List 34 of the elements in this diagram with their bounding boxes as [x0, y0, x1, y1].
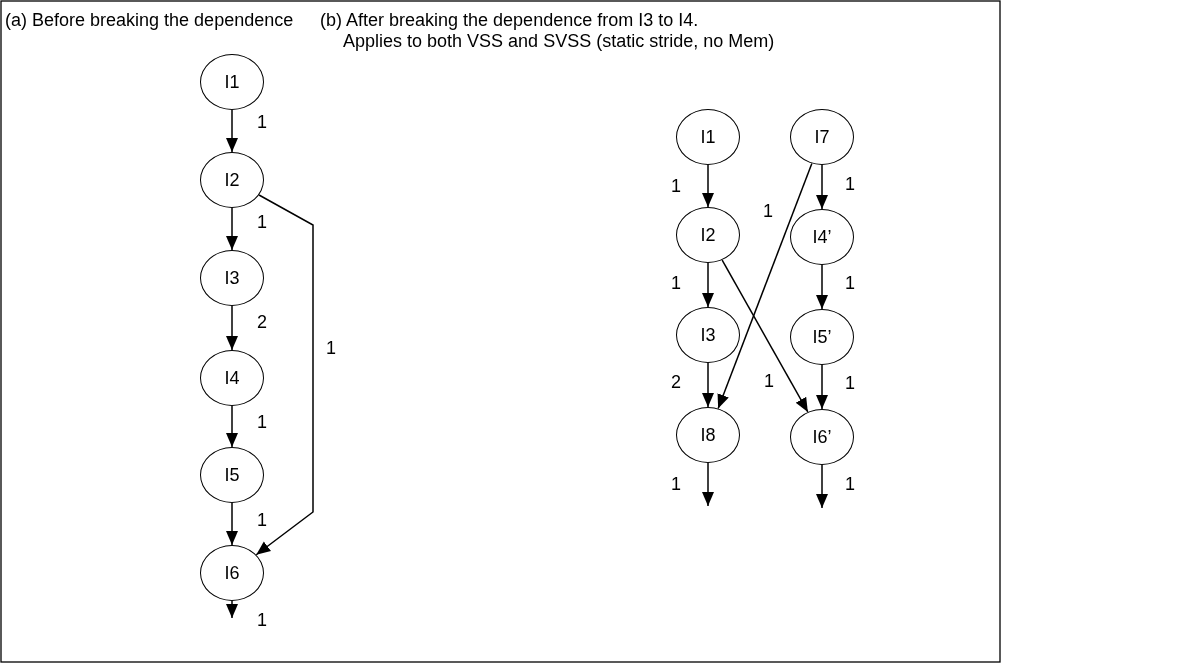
arrow	[255, 194, 314, 556]
node-label: I8	[700, 426, 716, 444]
node-label: I7	[814, 128, 830, 146]
node-label: I6	[224, 564, 240, 582]
arrow	[226, 305, 238, 351]
arrow	[226, 405, 238, 448]
arrow	[702, 362, 714, 408]
arrow	[717, 162, 813, 410]
node-label: I5’	[812, 328, 832, 346]
node-label: I3	[224, 269, 240, 287]
panel-caption: (a) Before breaking the dependence	[5, 10, 294, 31]
arrow	[721, 259, 809, 413]
arrow	[702, 164, 714, 208]
node-label: I4	[224, 369, 240, 387]
node-label: I6’	[812, 428, 832, 446]
node-label: I1	[224, 73, 240, 91]
node-label: I3	[700, 326, 716, 344]
node-label: I2	[224, 171, 240, 189]
arrow	[816, 264, 828, 310]
node-label: I2	[700, 226, 716, 244]
arrow	[816, 164, 828, 210]
node-label: I4’	[812, 228, 832, 246]
arrow	[226, 600, 238, 619]
node-label: I1	[700, 128, 716, 146]
arrow	[816, 364, 828, 410]
arrow	[702, 462, 714, 507]
arrow	[226, 502, 238, 546]
arrow	[702, 262, 714, 308]
arrow	[226, 207, 238, 251]
panel-caption: (b) After breaking the dependence from I3 to I4.	[320, 10, 699, 31]
arrow	[816, 464, 828, 509]
panel-caption: Applies to both VSS and SVSS (static stride, no Mem)	[343, 31, 775, 52]
node-label: I5	[224, 466, 240, 484]
arrow	[226, 109, 238, 153]
